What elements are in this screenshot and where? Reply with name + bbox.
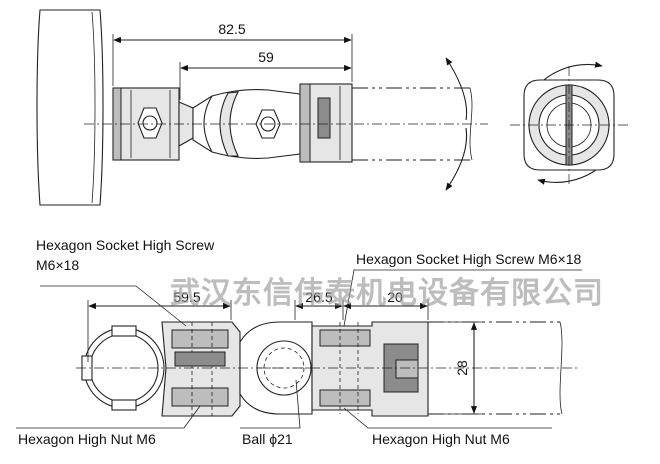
pipe-cross-section — [81, 325, 165, 411]
left-clamp-body — [161, 321, 241, 417]
right-clamp-block — [299, 83, 353, 163]
dimension-59: 59 — [179, 49, 352, 100]
dimension-28: 28 — [430, 321, 482, 415]
label-screw-right: Hexagon Socket High Screw M6×18 — [356, 251, 581, 267]
label-screw-left-line1: Hexagon Socket High Screw — [36, 237, 215, 253]
dim-59-5-text: 59.5 — [173, 289, 200, 305]
bottom-plan-view: 59.5 26.5 20 28 Hexagon Socket High Scre… — [16, 237, 582, 447]
rotation-arrow-up — [445, 57, 468, 121]
dimension-chain: 59.5 26.5 20 — [87, 289, 429, 362]
hex-nut-top-left — [137, 107, 163, 139]
dim-59-text: 59 — [258, 49, 274, 65]
label-nut-left: Hexagon High Nut M6 — [18, 431, 156, 447]
dim-82-5-text: 82.5 — [218, 21, 245, 37]
watermark: 武汉东信伟泰机电设备有限公司 — [170, 276, 604, 311]
top-side-view: 82.5 59 — [36, 9, 488, 206]
label-nut-right: Hexagon High Nut M6 — [372, 431, 510, 447]
right-clamp-body — [311, 321, 429, 417]
label-screw-left-line2: M6×18 — [36, 257, 79, 273]
leader-ball — [240, 379, 301, 429]
leader-screw-right — [343, 269, 582, 327]
leader-nut-left — [16, 405, 201, 429]
leader-nut-right — [343, 407, 552, 429]
right-phantom-pipe — [352, 87, 473, 161]
dimension-82-5: 82.5 — [112, 21, 353, 86]
end-view — [510, 61, 628, 185]
dim-26-5-text: 26.5 — [305, 289, 332, 305]
rotation-arrow-down — [445, 127, 468, 191]
left-pipe — [36, 9, 104, 206]
dim-28-text: 28 — [454, 360, 470, 376]
leader-screw-left — [40, 285, 187, 327]
dim-20-text: 20 — [387, 289, 403, 305]
label-ball: Ball ϕ21 — [242, 431, 293, 447]
